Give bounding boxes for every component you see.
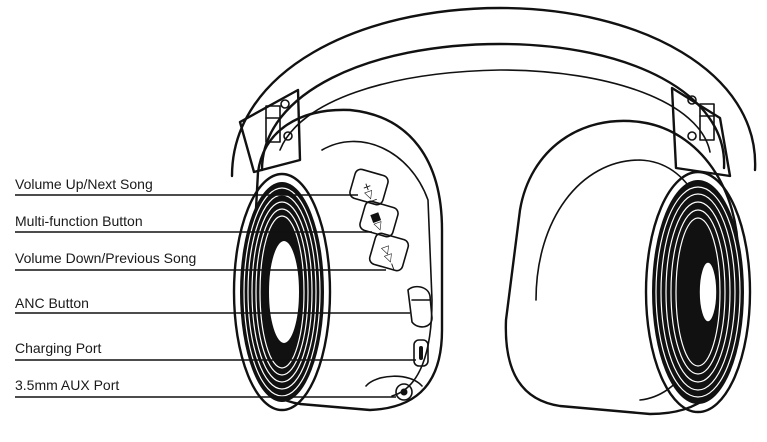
callout-label-volume-down: Volume Down/Previous Song: [15, 250, 196, 266]
play-pause-icon: ■▷: [368, 210, 387, 233]
anc-switch: [407, 285, 433, 328]
callout-label-aux: 3.5mm AUX Port: [15, 377, 119, 393]
charging-port-shape: [413, 339, 429, 367]
aux-port-shape: [365, 375, 423, 401]
callouts: Volume Up/Next Song Multi-function Butto…: [15, 176, 416, 398]
callout-label-multi-function: Multi-function Button: [15, 213, 143, 229]
control-strip: +▷| ■▷ ▷▷−: [349, 168, 410, 273]
left-earcup: [232, 108, 444, 412]
previous-icon: ▷▷−: [379, 244, 400, 273]
callout-label-charging: Charging Port: [15, 340, 101, 356]
callout-label-volume-up: Volume Up/Next Song: [15, 176, 153, 192]
right-earcup: [504, 119, 752, 416]
left-hinge: [238, 88, 302, 174]
right-hinge: [670, 86, 732, 178]
callout-label-anc: ANC Button: [15, 295, 89, 311]
